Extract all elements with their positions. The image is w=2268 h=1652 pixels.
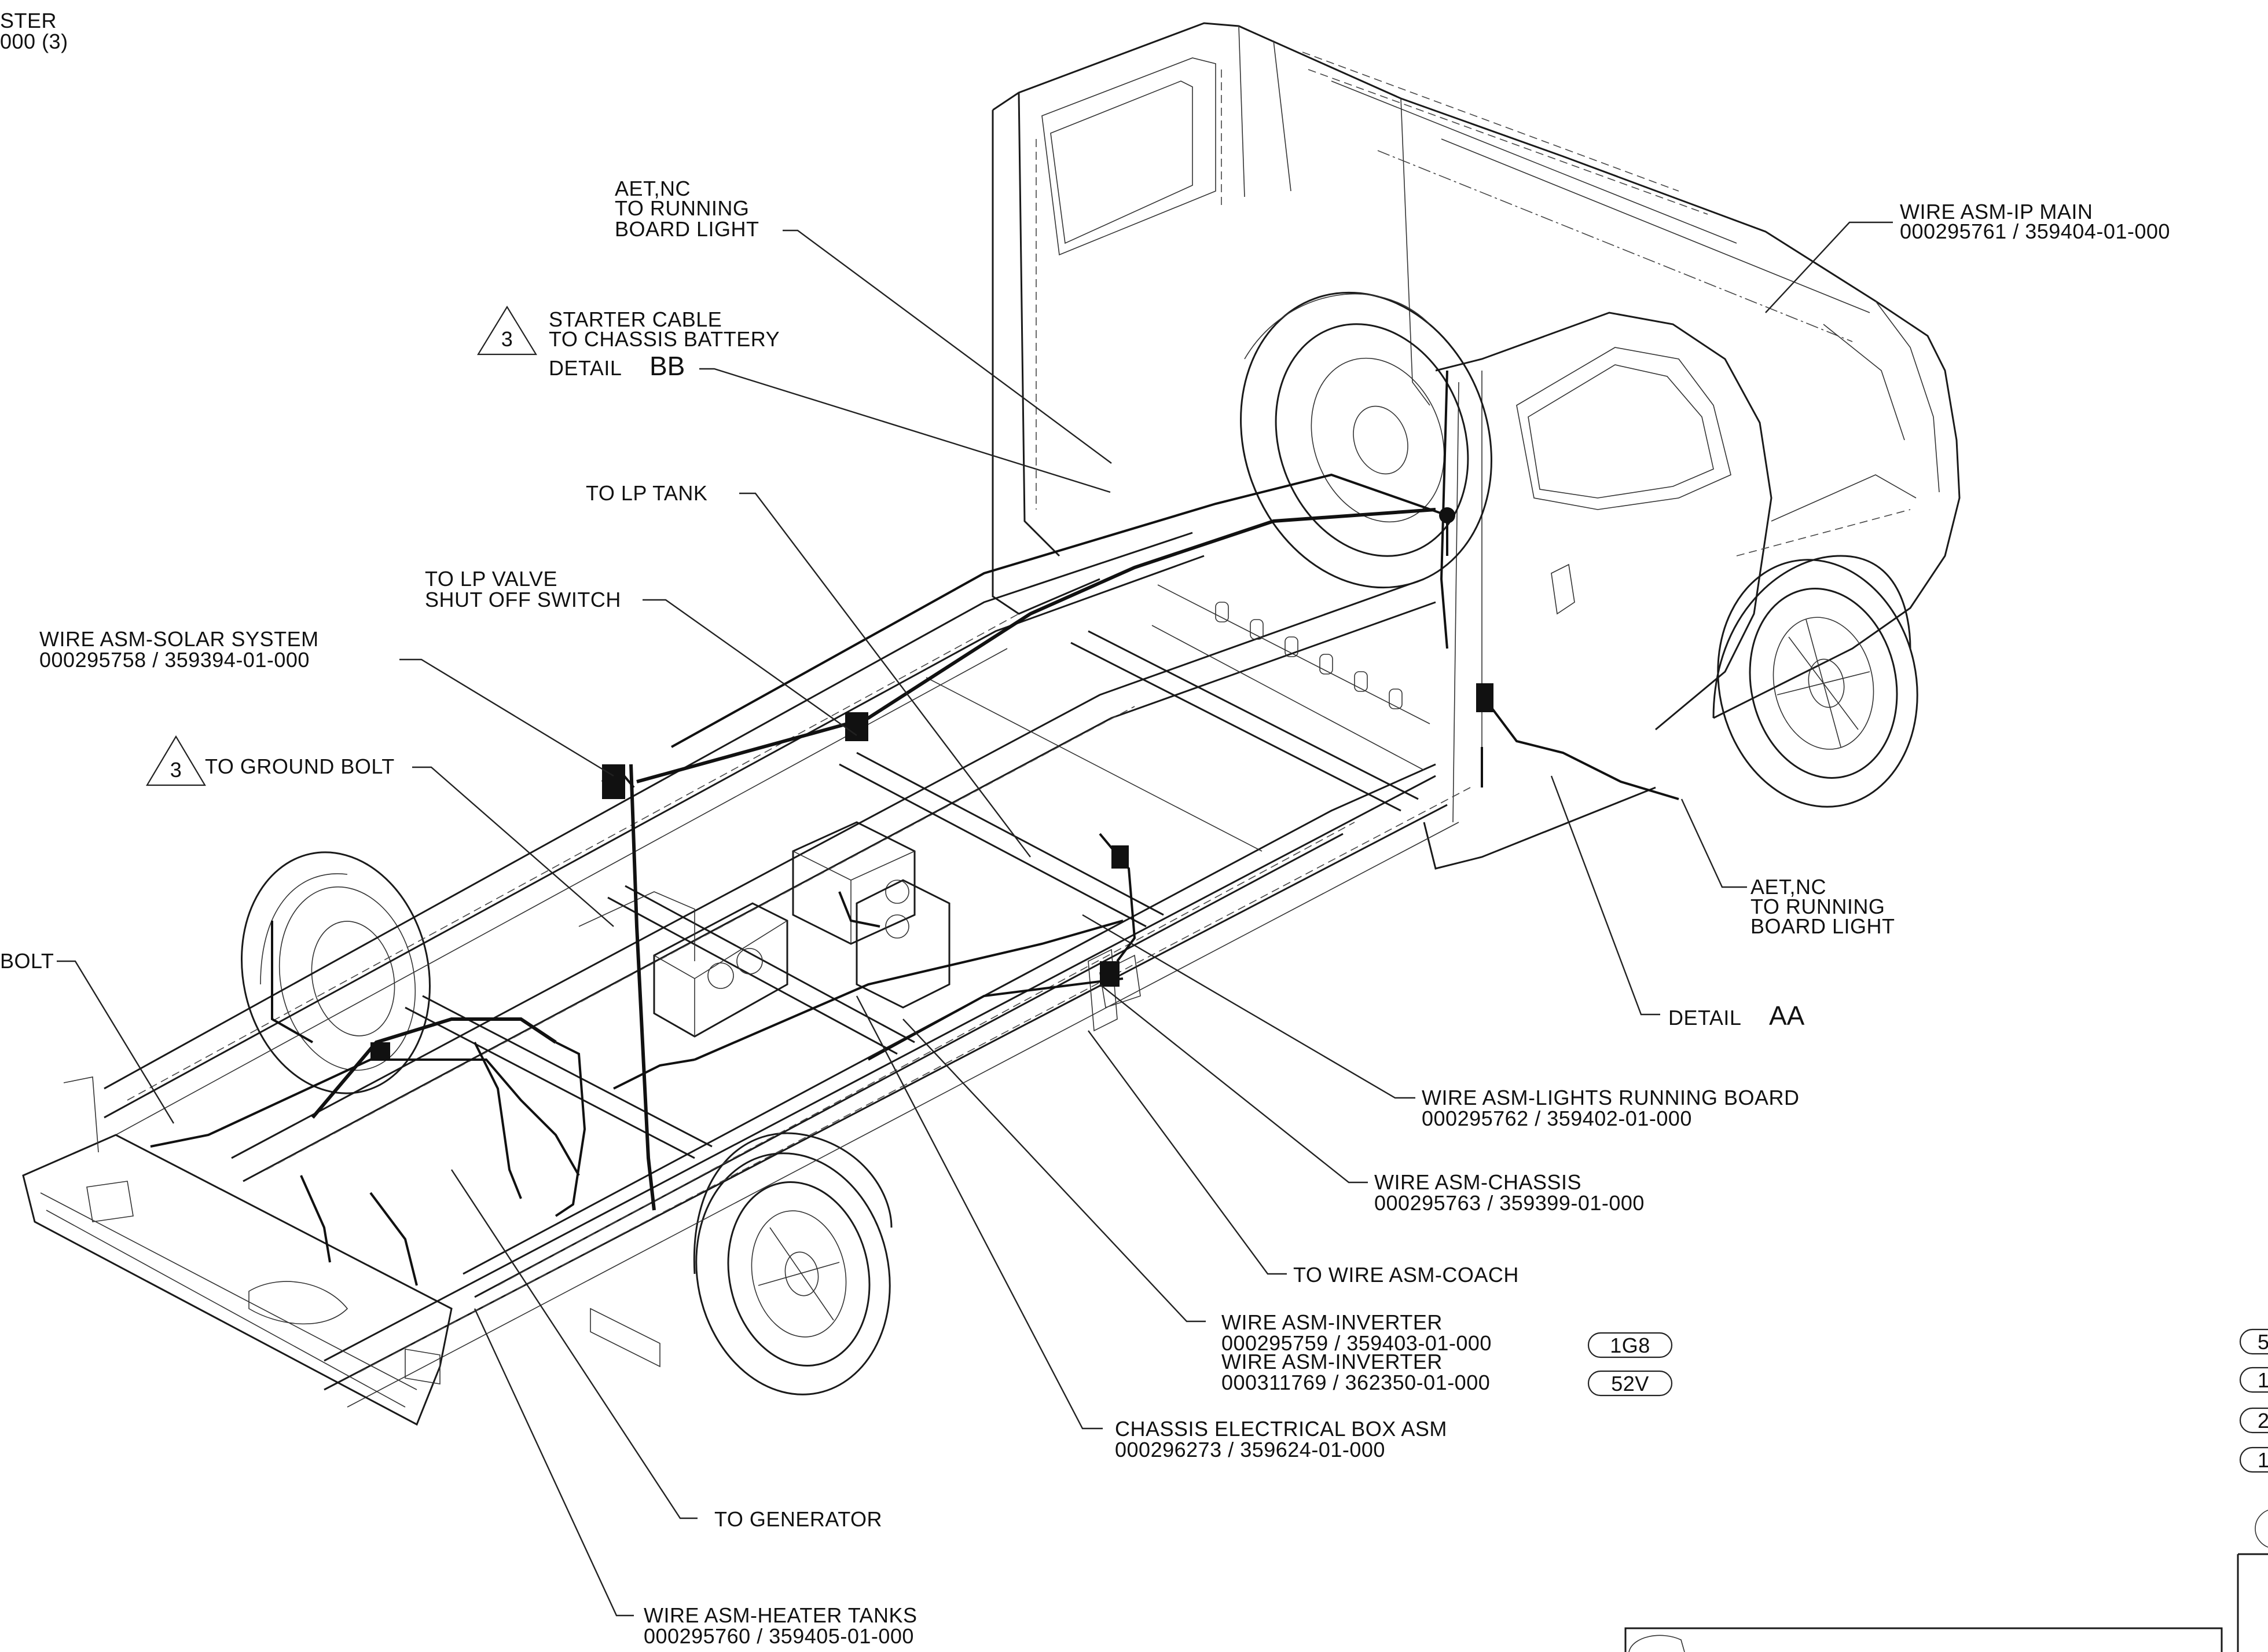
svg-text:WIRE ASM-INVERTER: WIRE ASM-INVERTER: [1221, 1310, 1443, 1334]
svg-text:000296273 / 359624-01-000: 000296273 / 359624-01-000: [1115, 1438, 1385, 1461]
svg-text:STARTER CABLE: STARTER CABLE: [549, 307, 722, 331]
svg-text:WIRE ASM-CHASSIS: WIRE ASM-CHASSIS: [1374, 1170, 1581, 1194]
svg-text:3: 3: [501, 327, 513, 351]
vehicle-illustration: [22, 22, 1961, 1426]
revision-flag-icon: [477, 305, 537, 356]
svg-text:TO GENERATOR: TO GENERATOR: [714, 1507, 882, 1531]
callout-heater-tanks: WIRE ASM-HEATER TANKS 000295760 / 359405…: [644, 1603, 918, 1648]
callout-aet-top: AET,NC TO RUNNING BOARD LIGHT: [615, 177, 759, 241]
callout-starter-cable: 3 STARTER CABLE TO CHASSIS BATTERY DETAI…: [477, 305, 780, 381]
svg-text:TO GROUND BOLT: TO GROUND BOLT: [205, 754, 395, 778]
svg-text:TO LP TANK: TO LP TANK: [586, 481, 707, 505]
svg-text:000295760 / 359405-01-000: 000295760 / 359405-01-000: [644, 1624, 914, 1648]
leader-lines: [57, 221, 1893, 1617]
svg-text:TO RUNNING: TO RUNNING: [615, 196, 749, 220]
svg-text:WIRE ASM-SOLAR SYSTEM: WIRE ASM-SOLAR SYSTEM: [39, 627, 319, 651]
svg-text:1G8: 1G8: [1610, 1334, 1650, 1357]
svg-text:1: 1: [2258, 1368, 2268, 1392]
svg-text:000295758 / 359394-01-000: 000295758 / 359394-01-000: [39, 648, 310, 672]
svg-text:DETAIL: DETAIL: [549, 356, 622, 380]
svg-text:BOLT: BOLT: [0, 949, 54, 973]
svg-text:AET,NC: AET,NC: [1750, 875, 1826, 899]
svg-text:3: 3: [170, 758, 182, 782]
svg-text:CHASSIS ELECTRICAL BOX ASM: CHASSIS ELECTRICAL BOX ASM: [1115, 1417, 1447, 1441]
rear-right-wheel: [693, 1132, 893, 1395]
callout-solar-system: WIRE ASM-SOLAR SYSTEM 000295758 / 359394…: [39, 627, 319, 672]
svg-text:000 (3): 000 (3): [0, 30, 68, 53]
callout-lp-tank: TO LP TANK: [586, 481, 707, 505]
callout-electrical-box: CHASSIS ELECTRICAL BOX ASM 000296273 / 3…: [1115, 1417, 1447, 1461]
callout-detail-aa: DETAIL AA: [1668, 1001, 1805, 1031]
callout-ip-main: WIRE ASM-IP MAIN 000295761 / 359404-01-0…: [1900, 200, 2170, 243]
svg-text:000311769 / 362350-01-000: 000311769 / 362350-01-000: [1221, 1371, 1490, 1394]
callout-bolt-left: BOLT: [0, 949, 54, 973]
front-right-wheel: [1717, 559, 1918, 808]
svg-text:TO RUNNING: TO RUNNING: [1750, 895, 1885, 918]
cab-body: [992, 22, 1961, 870]
svg-text:000295761 / 359404-01-000: 000295761 / 359404-01-000: [1900, 219, 2170, 243]
revision-flag-icon: [146, 735, 206, 786]
svg-text:TO CHASSIS BATTERY: TO CHASSIS BATTERY: [549, 327, 780, 351]
callout-lights-running-board: WIRE ASM-LIGHTS RUNNING BOARD 000295762 …: [1422, 1086, 1800, 1130]
battery-boxes: [578, 821, 1141, 1038]
callout-lp-valve: TO LP VALVE SHUT OFF SWITCH: [425, 567, 621, 611]
svg-text:000295759 / 359403-01-000: 000295759 / 359403-01-000: [1221, 1331, 1492, 1355]
svg-text:5: 5: [2258, 1330, 2268, 1354]
option-badge: [1587, 1370, 1673, 1397]
callout-generator: TO GENERATOR: [714, 1507, 882, 1531]
svg-text:WIRE ASM-LIGHTS RUNNING BOARD: WIRE ASM-LIGHTS RUNNING BOARD: [1422, 1086, 1800, 1109]
svg-text:BB: BB: [649, 351, 685, 381]
svg-text:000295763 / 359399-01-000: 000295763 / 359399-01-000: [1374, 1191, 1645, 1215]
callout-coach: TO WIRE ASM-COACH: [1293, 1263, 1519, 1287]
svg-text:TO WIRE ASM-COACH: TO WIRE ASM-COACH: [1293, 1263, 1519, 1287]
svg-text:STER: STER: [0, 9, 57, 32]
svg-text:WIRE ASM-INVERTER: WIRE ASM-INVERTER: [1221, 1350, 1443, 1373]
svg-text:DETAIL: DETAIL: [1668, 1006, 1741, 1030]
svg-text:1: 1: [2258, 1448, 2268, 1472]
svg-text:AA: AA: [1769, 1001, 1805, 1031]
svg-text:BOARD LIGHT: BOARD LIGHT: [1750, 914, 1895, 938]
option-badge: [1587, 1332, 1673, 1358]
svg-text:WIRE ASM-IP MAIN: WIRE ASM-IP MAIN: [1900, 200, 2093, 224]
svg-text:AET,NC: AET,NC: [615, 177, 691, 200]
svg-text:WIRE ASM-HEATER TANKS: WIRE ASM-HEATER TANKS: [644, 1603, 918, 1627]
callout-corner: STER 000 (3): [0, 9, 68, 53]
svg-text:52V: 52V: [1611, 1372, 1649, 1395]
svg-text:BOARD LIGHT: BOARD LIGHT: [615, 217, 759, 241]
wire-harness: [150, 370, 1679, 1286]
callout-chassis: WIRE ASM-CHASSIS 000295763 / 359399-01-0…: [1374, 1170, 1645, 1215]
callout-inverter: WIRE ASM-INVERTER 000295759 / 359403-01-…: [1221, 1310, 1673, 1397]
svg-text:2: 2: [2258, 1409, 2268, 1433]
callout-aet-right: AET,NC TO RUNNING BOARD LIGHT: [1750, 875, 1895, 938]
svg-text:SHUT OFF SWITCH: SHUT OFF SWITCH: [425, 588, 621, 611]
svg-text:000295762 / 359402-01-000: 000295762 / 359402-01-000: [1422, 1107, 1692, 1130]
edge-tab-list: 5 1 2 1: [2237, 1328, 2268, 1652]
rear-left-wheel: [241, 851, 431, 1094]
title-block-fragment: [1624, 1627, 2223, 1652]
callout-ground-bolt: 3 TO GROUND BOLT: [146, 735, 395, 786]
svg-text:TO LP VALVE: TO LP VALVE: [425, 567, 557, 591]
